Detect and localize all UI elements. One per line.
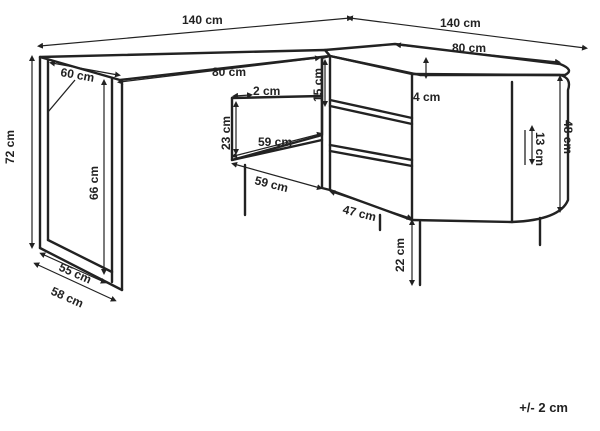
label-cabinet-top: 80 cm — [452, 41, 486, 55]
label-shelf-mid-height: 23 cm — [219, 116, 233, 150]
label-frame-outer: 58 cm — [49, 284, 86, 311]
left-frame-brace — [47, 79, 76, 113]
label-total-height: 72 cm — [3, 130, 17, 164]
cabinet-shelf-2 — [328, 143, 414, 168]
arrow-shelf-offset — [232, 92, 253, 99]
label-shelf-mid-width: 59 cm — [258, 135, 292, 149]
arrow-shelf-bottom-width — [231, 161, 323, 191]
cabinet-door-body — [410, 72, 571, 224]
label-desk-depth: 60 cm — [59, 65, 95, 85]
label-top-overhang: 4 cm — [413, 90, 440, 104]
arrow-desk-width — [37, 15, 353, 49]
arrow-desk-depth — [49, 60, 121, 78]
label-handle-height: 13 cm — [533, 132, 547, 166]
arrow-shelf-mid-width — [231, 131, 323, 159]
cabinet-shelf-1 — [328, 98, 414, 126]
cabinet-inner-shelf — [230, 94, 324, 162]
label-shelf-bottom-width: 59 cm — [253, 173, 289, 195]
left-front-leg — [38, 55, 50, 250]
arrow-cabinet-depth — [329, 190, 413, 220]
label-desk-width: 140 cm — [182, 13, 223, 27]
tolerance-note: +/- 2 cm — [519, 400, 568, 415]
label-desk-inner: 80 cm — [212, 65, 246, 79]
label-shelf-offset: 2 cm — [253, 84, 280, 98]
arrow-frame-outer — [33, 262, 117, 302]
arrow-desk-inner — [117, 55, 321, 85]
label-cabinet-leg-height: 22 cm — [393, 238, 407, 272]
label-shelf-top: 15 cm — [311, 68, 325, 102]
label-leg-height: 66 cm — [87, 166, 101, 200]
arrow-cabinet-top — [395, 42, 561, 65]
label-return-width: 140 cm — [440, 16, 481, 30]
label-cabinet-height: 48 cm — [561, 120, 575, 154]
left-rear-leg — [110, 76, 124, 292]
